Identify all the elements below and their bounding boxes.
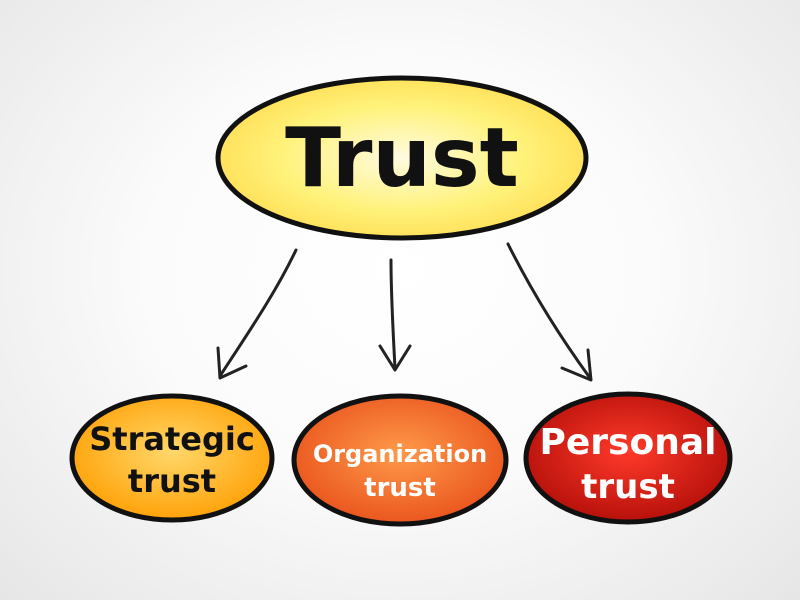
arrow-to-personal — [506, 242, 593, 382]
node-organization-ellipse — [291, 393, 509, 527]
node-strategic-ellipse — [69, 393, 275, 523]
arrow-to-organization — [378, 258, 412, 372]
node-personal-ellipse — [523, 391, 733, 525]
node-personal-trust: Personal trust — [523, 391, 733, 525]
root-node: Trust — [215, 75, 589, 241]
node-strategic-line1: Strategic — [89, 420, 255, 458]
connector-arrows — [216, 242, 593, 382]
node-strategic-trust: Strategic trust — [69, 393, 275, 523]
arrow-to-strategic — [216, 248, 298, 380]
root-label: Trust — [285, 111, 519, 206]
node-organization-line2: trust — [364, 473, 436, 503]
node-organization-line1: Organization — [313, 440, 487, 468]
node-personal-line1: Personal — [540, 422, 717, 463]
node-strategic-line2: trust — [128, 462, 216, 500]
node-personal-line2: trust — [581, 467, 675, 507]
node-organization-trust: Organization trust — [291, 393, 509, 527]
root-ellipse — [215, 75, 589, 241]
